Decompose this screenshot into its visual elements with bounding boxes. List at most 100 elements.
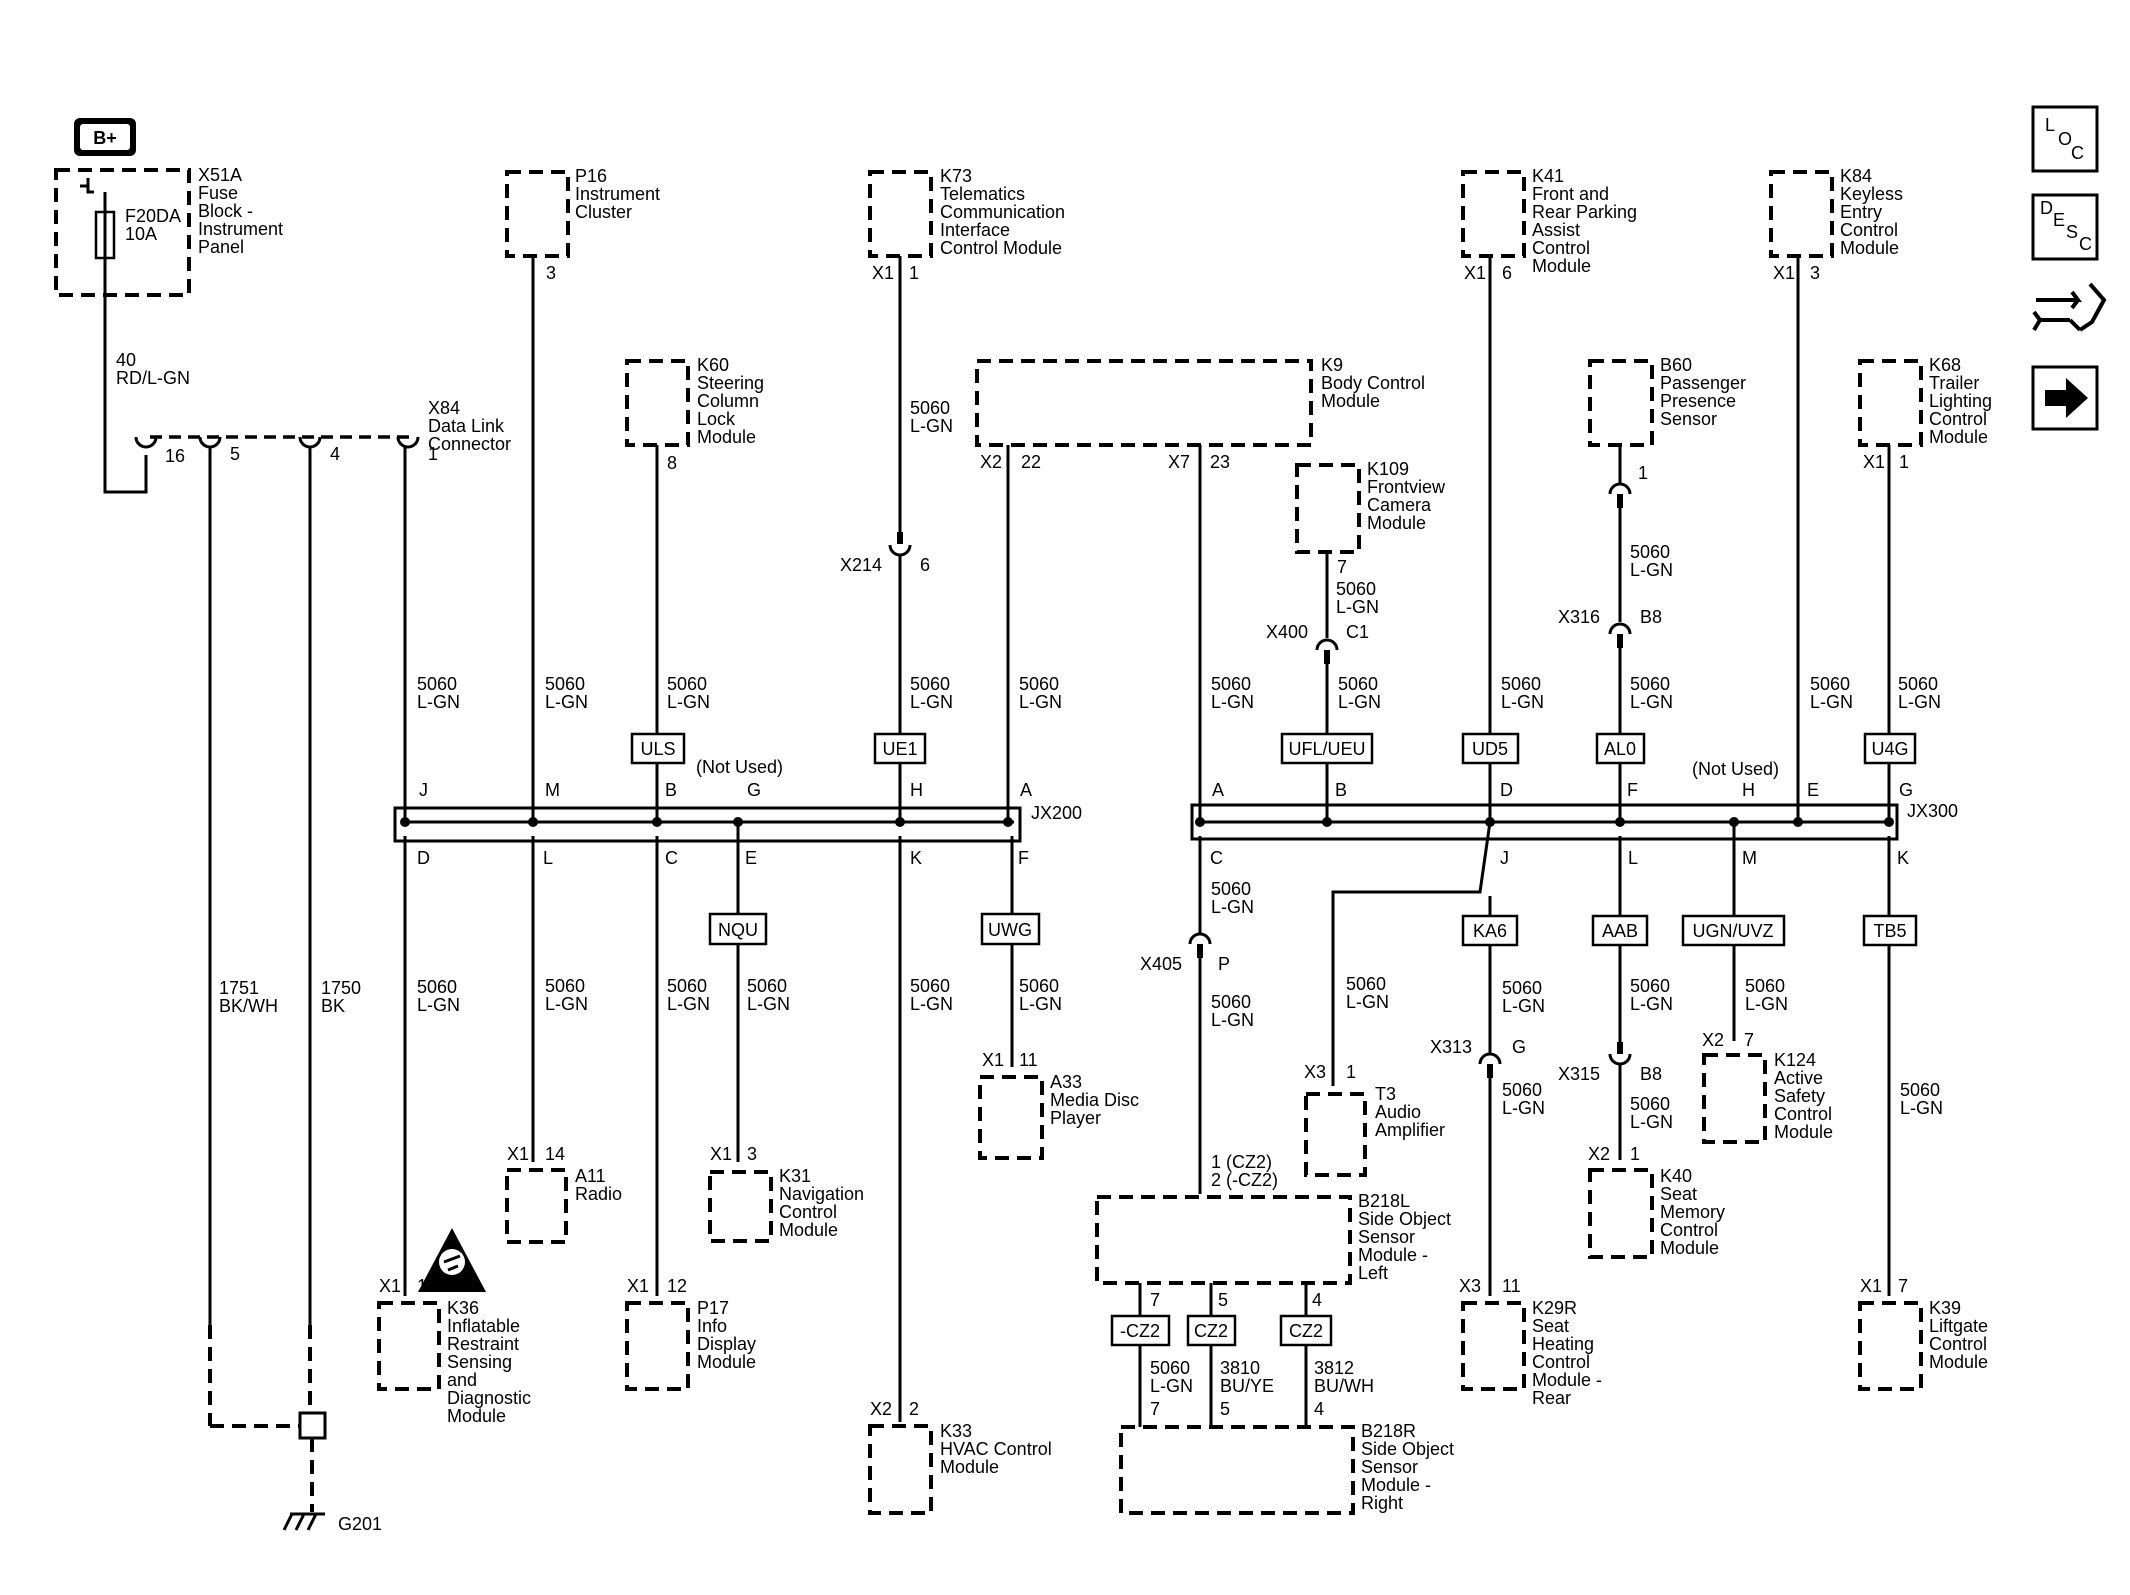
svg-text:5060: 5060	[1898, 674, 1938, 694]
svg-text:U4G: U4G	[1871, 739, 1908, 759]
svg-text:UE1: UE1	[882, 739, 917, 759]
svg-text:J: J	[419, 780, 428, 800]
svg-text:K40: K40	[1660, 1166, 1692, 1186]
svg-text:K39: K39	[1929, 1298, 1961, 1318]
svg-text:B218L: B218L	[1358, 1191, 1410, 1211]
feed-color: RD/L-GN	[116, 368, 190, 388]
svg-text:Radio: Radio	[575, 1184, 622, 1204]
svg-text:L-GN: L-GN	[910, 994, 953, 1014]
svg-text:P17: P17	[697, 1298, 729, 1318]
svg-text:C1: C1	[1346, 622, 1369, 642]
svg-text:L: L	[1628, 848, 1638, 868]
svg-text:K9: K9	[1321, 355, 1343, 375]
svg-text:12: 12	[667, 1276, 687, 1296]
connector-end-view-button[interactable]	[2032, 282, 2107, 332]
svg-text:K31: K31	[779, 1166, 811, 1186]
inline-connectors-lower: X405 P X313 G X315 B8	[1140, 932, 1662, 1084]
svg-text:F: F	[1018, 848, 1029, 868]
loc-button[interactable]: L O C	[2031, 105, 2099, 173]
svg-text:4: 4	[1312, 1290, 1322, 1310]
svg-text:X1: X1	[982, 1050, 1004, 1070]
svg-text:L-GN: L-GN	[417, 995, 460, 1015]
svg-text:B8: B8	[1640, 1064, 1662, 1084]
svg-text:K: K	[910, 848, 922, 868]
svg-text:5060: 5060	[1211, 879, 1251, 899]
loc-icon: L O C	[2045, 115, 2084, 163]
svg-text:K41: K41	[1532, 166, 1564, 186]
svg-text:UGN/UVZ: UGN/UVZ	[1693, 921, 1774, 941]
svg-text:L-GN: L-GN	[1211, 1010, 1254, 1030]
svg-text:5060: 5060	[1336, 579, 1376, 599]
svg-text:K84: K84	[1840, 166, 1872, 186]
svg-text:5060: 5060	[1501, 674, 1541, 694]
svg-text:3810: 3810	[1220, 1358, 1260, 1378]
svg-text:5060: 5060	[1150, 1358, 1190, 1378]
svg-text:5060: 5060	[1745, 976, 1785, 996]
svg-text:7: 7	[1150, 1290, 1160, 1310]
svg-text:L-GN: L-GN	[417, 692, 460, 712]
svg-text:4: 4	[1314, 1399, 1324, 1419]
svg-text:L-GN: L-GN	[1898, 692, 1941, 712]
svg-text:5060: 5060	[667, 674, 707, 694]
svg-text:P: P	[1218, 954, 1230, 974]
svg-text:L-GN: L-GN	[1502, 996, 1545, 1016]
svg-text:5: 5	[1218, 1290, 1228, 1310]
svg-text:A33: A33	[1050, 1072, 1082, 1092]
svg-text:11: 11	[1502, 1276, 1521, 1296]
svg-text:H: H	[910, 780, 923, 800]
svg-text:3: 3	[546, 263, 556, 283]
option-codes-lower: NQU UWG KA6 AAB UGN/UVZ TB5	[708, 912, 1918, 947]
svg-text:TB5: TB5	[1873, 921, 1906, 941]
next-button[interactable]	[2031, 365, 2099, 431]
ground-1-circuit: 1751	[219, 978, 259, 998]
svg-text:L-GN: L-GN	[1630, 692, 1673, 712]
svg-text:3812: 3812	[1314, 1358, 1354, 1378]
svg-text:B60: B60	[1660, 355, 1692, 375]
svg-text:L-GN: L-GN	[545, 994, 588, 1014]
svg-text:B: B	[1335, 780, 1347, 800]
svg-text:T3: T3	[1375, 1084, 1396, 1104]
ground-2-color: BK	[321, 996, 345, 1016]
desc-button[interactable]: D E S C	[2031, 193, 2099, 261]
svg-text:AAB: AAB	[1602, 921, 1638, 941]
ground-2-circuit: 1750	[321, 978, 361, 998]
svg-text:K: K	[1897, 848, 1909, 868]
svg-text:L-GN: L-GN	[1630, 994, 1673, 1014]
svg-text:X405: X405	[1140, 954, 1182, 974]
svg-text:5060: 5060	[1338, 674, 1378, 694]
svg-text:JX300: JX300	[1907, 801, 1958, 821]
svg-text:K73: K73	[940, 166, 972, 186]
inline-connectors-upper: X214 6 X400 C1 X316 B8	[840, 482, 1662, 664]
svg-text:14: 14	[545, 1144, 565, 1164]
svg-text:5060: 5060	[910, 398, 950, 418]
module-k36: X1 15 K36 InflatableRestraintSensingandD…	[377, 1228, 531, 1426]
svg-text:L-GN: L-GN	[747, 994, 790, 1014]
svg-text:5060: 5060	[1630, 976, 1670, 996]
svg-text:B8: B8	[1640, 607, 1662, 627]
svg-text:L: L	[543, 848, 553, 868]
svg-text:J: J	[1500, 848, 1509, 868]
dlc-ref: X84	[428, 398, 460, 418]
next-arrow-icon	[2045, 378, 2088, 418]
svg-text:L-GN: L-GN	[1900, 1098, 1943, 1118]
svg-text:L-GN: L-GN	[1810, 692, 1853, 712]
svg-text:5060: 5060	[1630, 674, 1670, 694]
svg-text:G: G	[747, 780, 761, 800]
svg-text:BU/YE: BU/YE	[1220, 1376, 1274, 1396]
svg-text:X214: X214	[840, 555, 882, 575]
svg-text:5060: 5060	[1346, 974, 1386, 994]
svg-text:1: 1	[1346, 1062, 1356, 1082]
svg-text:K36: K36	[447, 1298, 479, 1318]
svg-text:D: D	[417, 848, 430, 868]
svg-text:E: E	[2053, 210, 2065, 230]
